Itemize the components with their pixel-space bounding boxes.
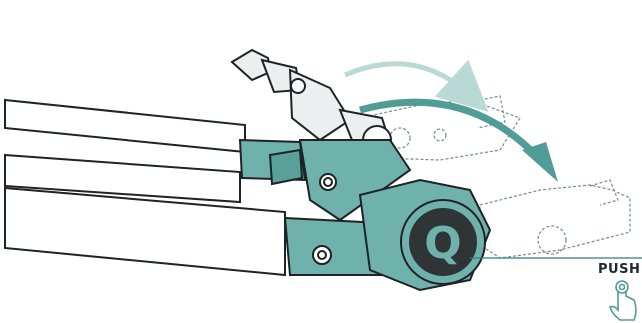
logo-letter: Q: [424, 218, 461, 269]
push-finger-icon: [610, 281, 636, 320]
logo-knob: Q: [401, 200, 485, 284]
ghost-leg-lower: [480, 180, 630, 258]
leg-tubes: [5, 100, 285, 275]
push-label: PUSH: [598, 262, 640, 277]
rotation-arrow-light: [345, 64, 470, 95]
